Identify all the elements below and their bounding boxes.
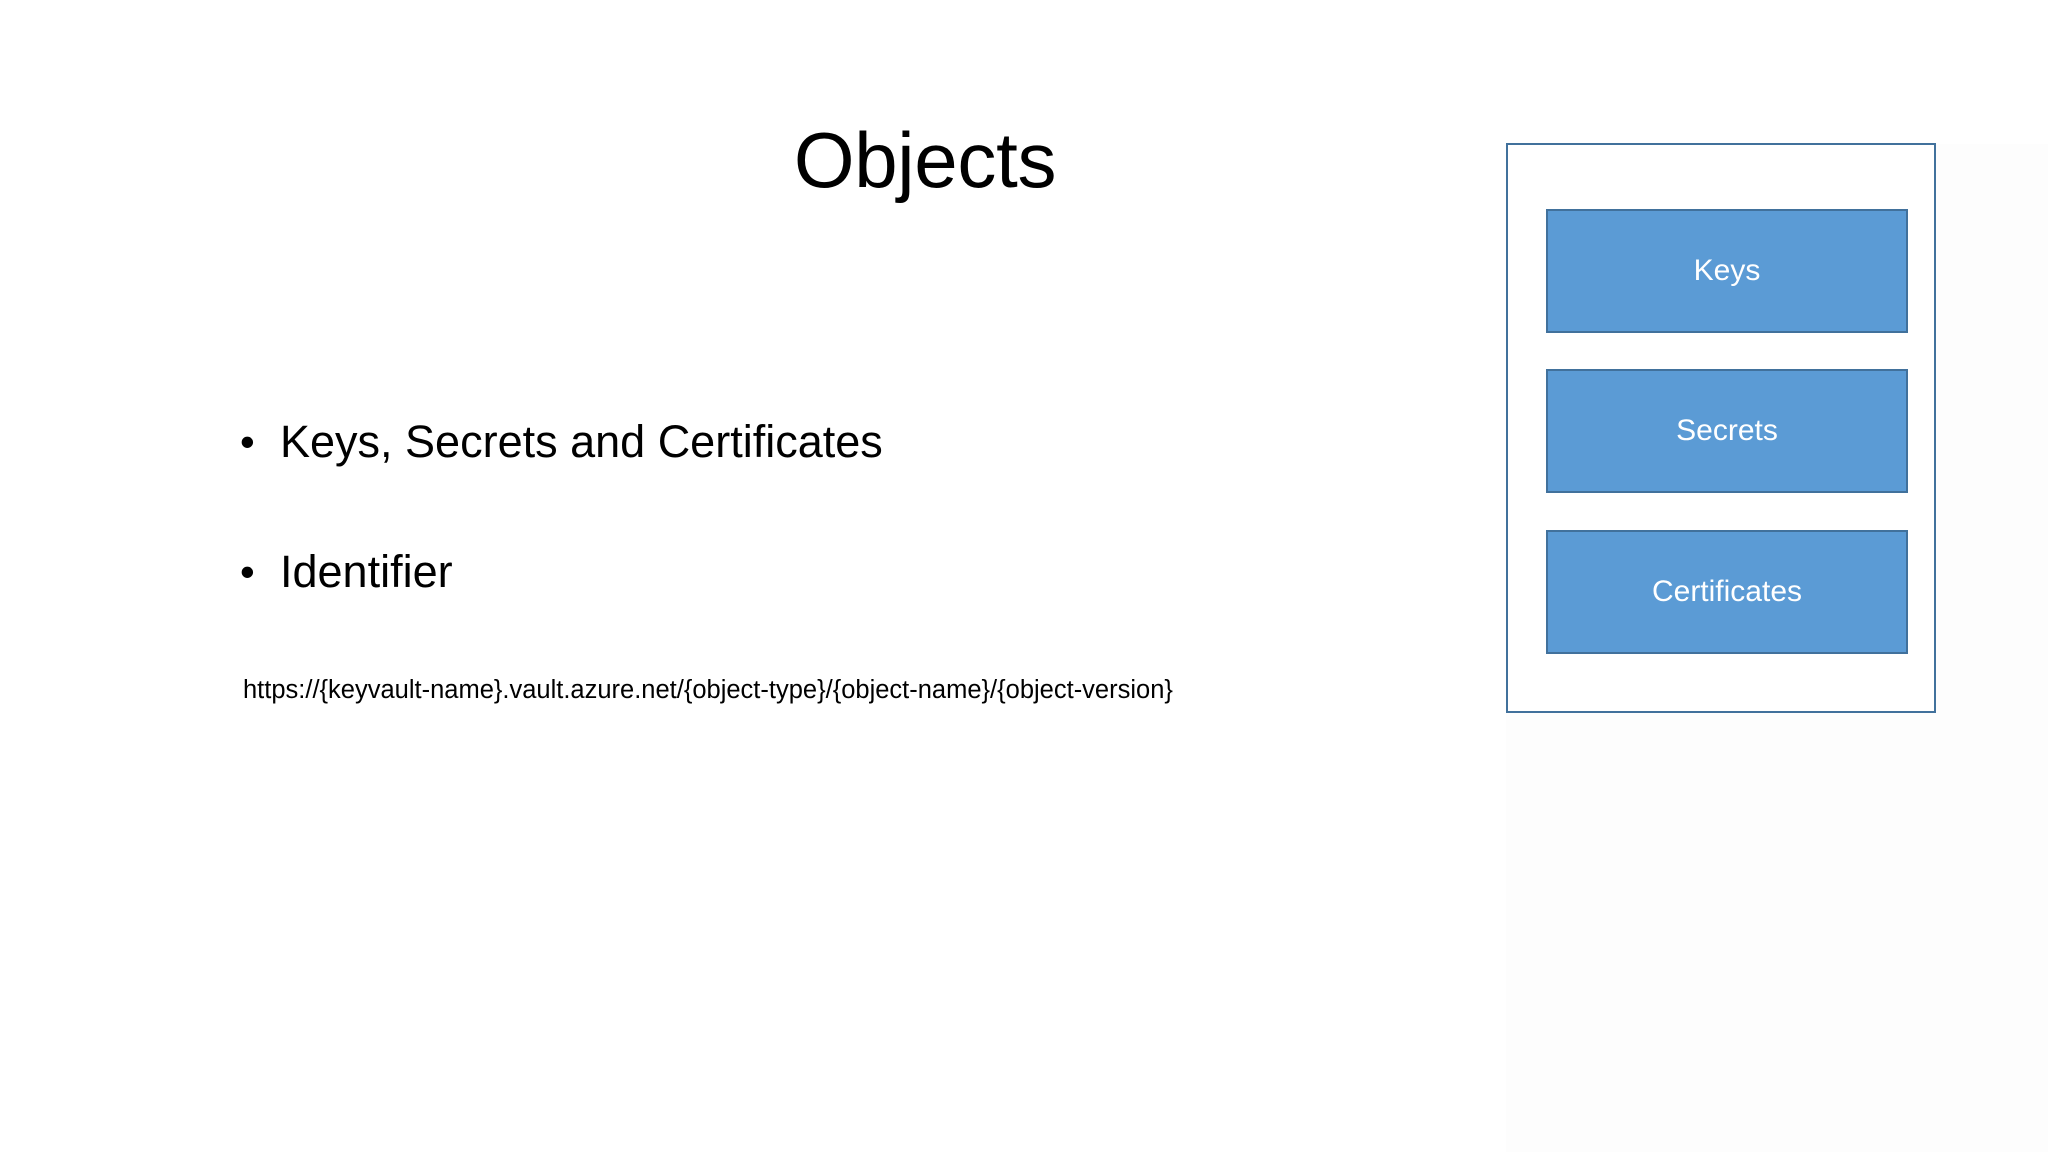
bullet-marker-icon: • xyxy=(240,548,255,595)
objects-diagram: Keys Secrets Certificates xyxy=(1506,143,1936,713)
bullet-label-objects: Keys, Secrets and Certificates xyxy=(280,416,883,467)
diagram-box-label: Secrets xyxy=(1676,414,1778,447)
list-item: • Keys, Secrets and Certificates xyxy=(240,412,1440,472)
diagram-box-label: Certificates xyxy=(1651,575,1803,608)
body-content: • Keys, Secrets and Certificates • Ident… xyxy=(240,412,1440,602)
list-item: • Identifier xyxy=(240,542,1440,602)
bullet-label-identifier: Identifier xyxy=(280,546,453,597)
diagram-box-certificates: Certificates xyxy=(1546,530,1908,654)
page-title: Objects xyxy=(793,116,1057,204)
diagram-box-secrets: Secrets xyxy=(1546,369,1908,493)
identifier-url-text: https://{keyvault-name}.vault.azure.net/… xyxy=(243,676,1173,704)
bullet-marker-icon: • xyxy=(240,418,255,465)
diagram-box-keys: Keys xyxy=(1546,209,1908,333)
diagram-box-label: Keys xyxy=(1693,254,1761,287)
